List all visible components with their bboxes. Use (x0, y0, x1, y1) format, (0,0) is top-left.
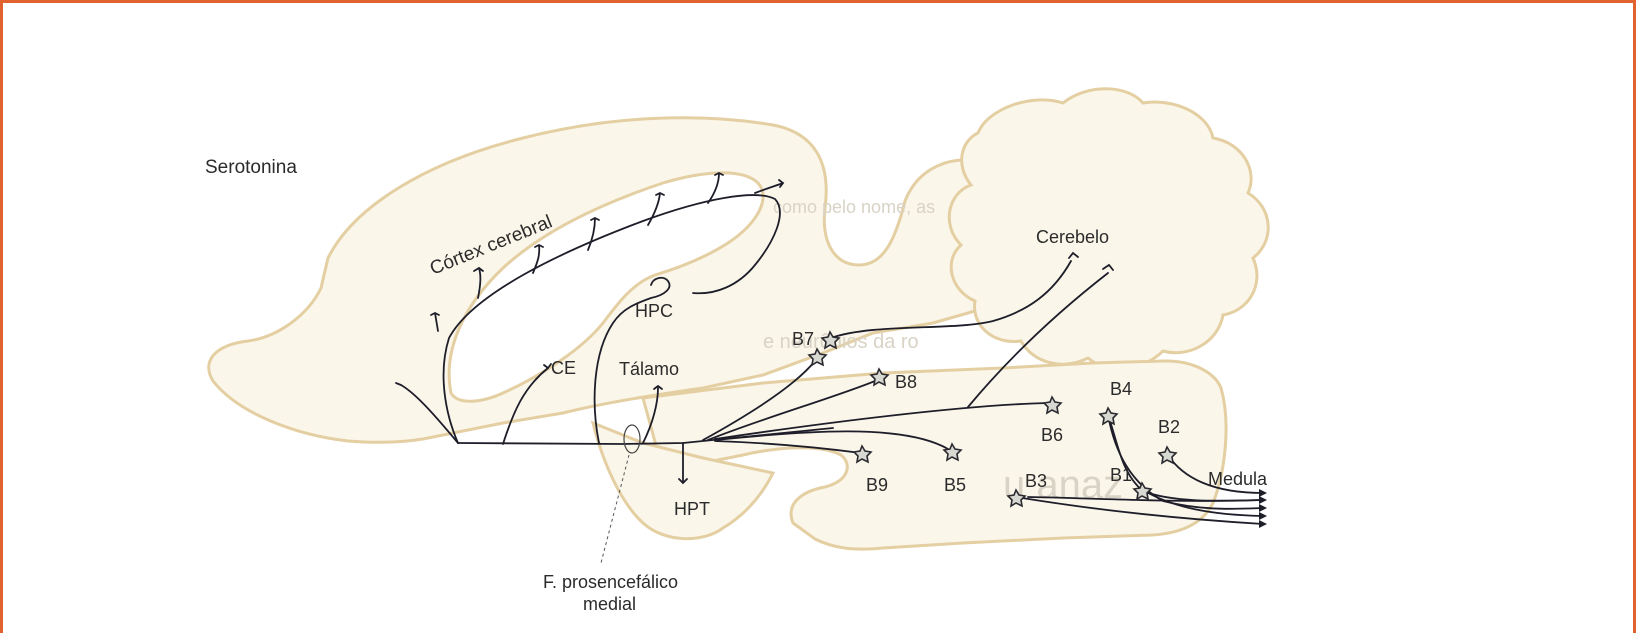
label-mfb-line2: medial (583, 594, 636, 614)
label-b6: B6 (1041, 425, 1063, 445)
label-cerebellum: Cerebelo (1036, 227, 1109, 247)
label-ce: CE (551, 358, 576, 378)
label-b4: B4 (1110, 379, 1132, 399)
spinal-arrowheads (1259, 489, 1267, 528)
label-thalamus: Tálamo (619, 359, 679, 379)
label-hpc: HPC (635, 301, 673, 321)
serotonin-pathway-diagram: como pelo nome, as e neurônios da ro u a… (3, 3, 1636, 636)
label-b7: B7 (792, 329, 814, 349)
label-b5: B5 (944, 475, 966, 495)
label-hpt: HPT (674, 499, 710, 519)
figure-title: Serotonina (205, 157, 297, 178)
label-b3: B3 (1025, 471, 1047, 491)
label-b2: B2 (1158, 417, 1180, 437)
label-b8: B8 (895, 372, 917, 392)
label-mfb-line1: F. prosencefálico (543, 572, 678, 592)
ghost-text: como pelo nome, as (773, 197, 935, 217)
label-b9: B9 (866, 475, 888, 495)
label-medulla: Medula (1208, 469, 1268, 489)
label-b1: B1 (1110, 465, 1132, 485)
